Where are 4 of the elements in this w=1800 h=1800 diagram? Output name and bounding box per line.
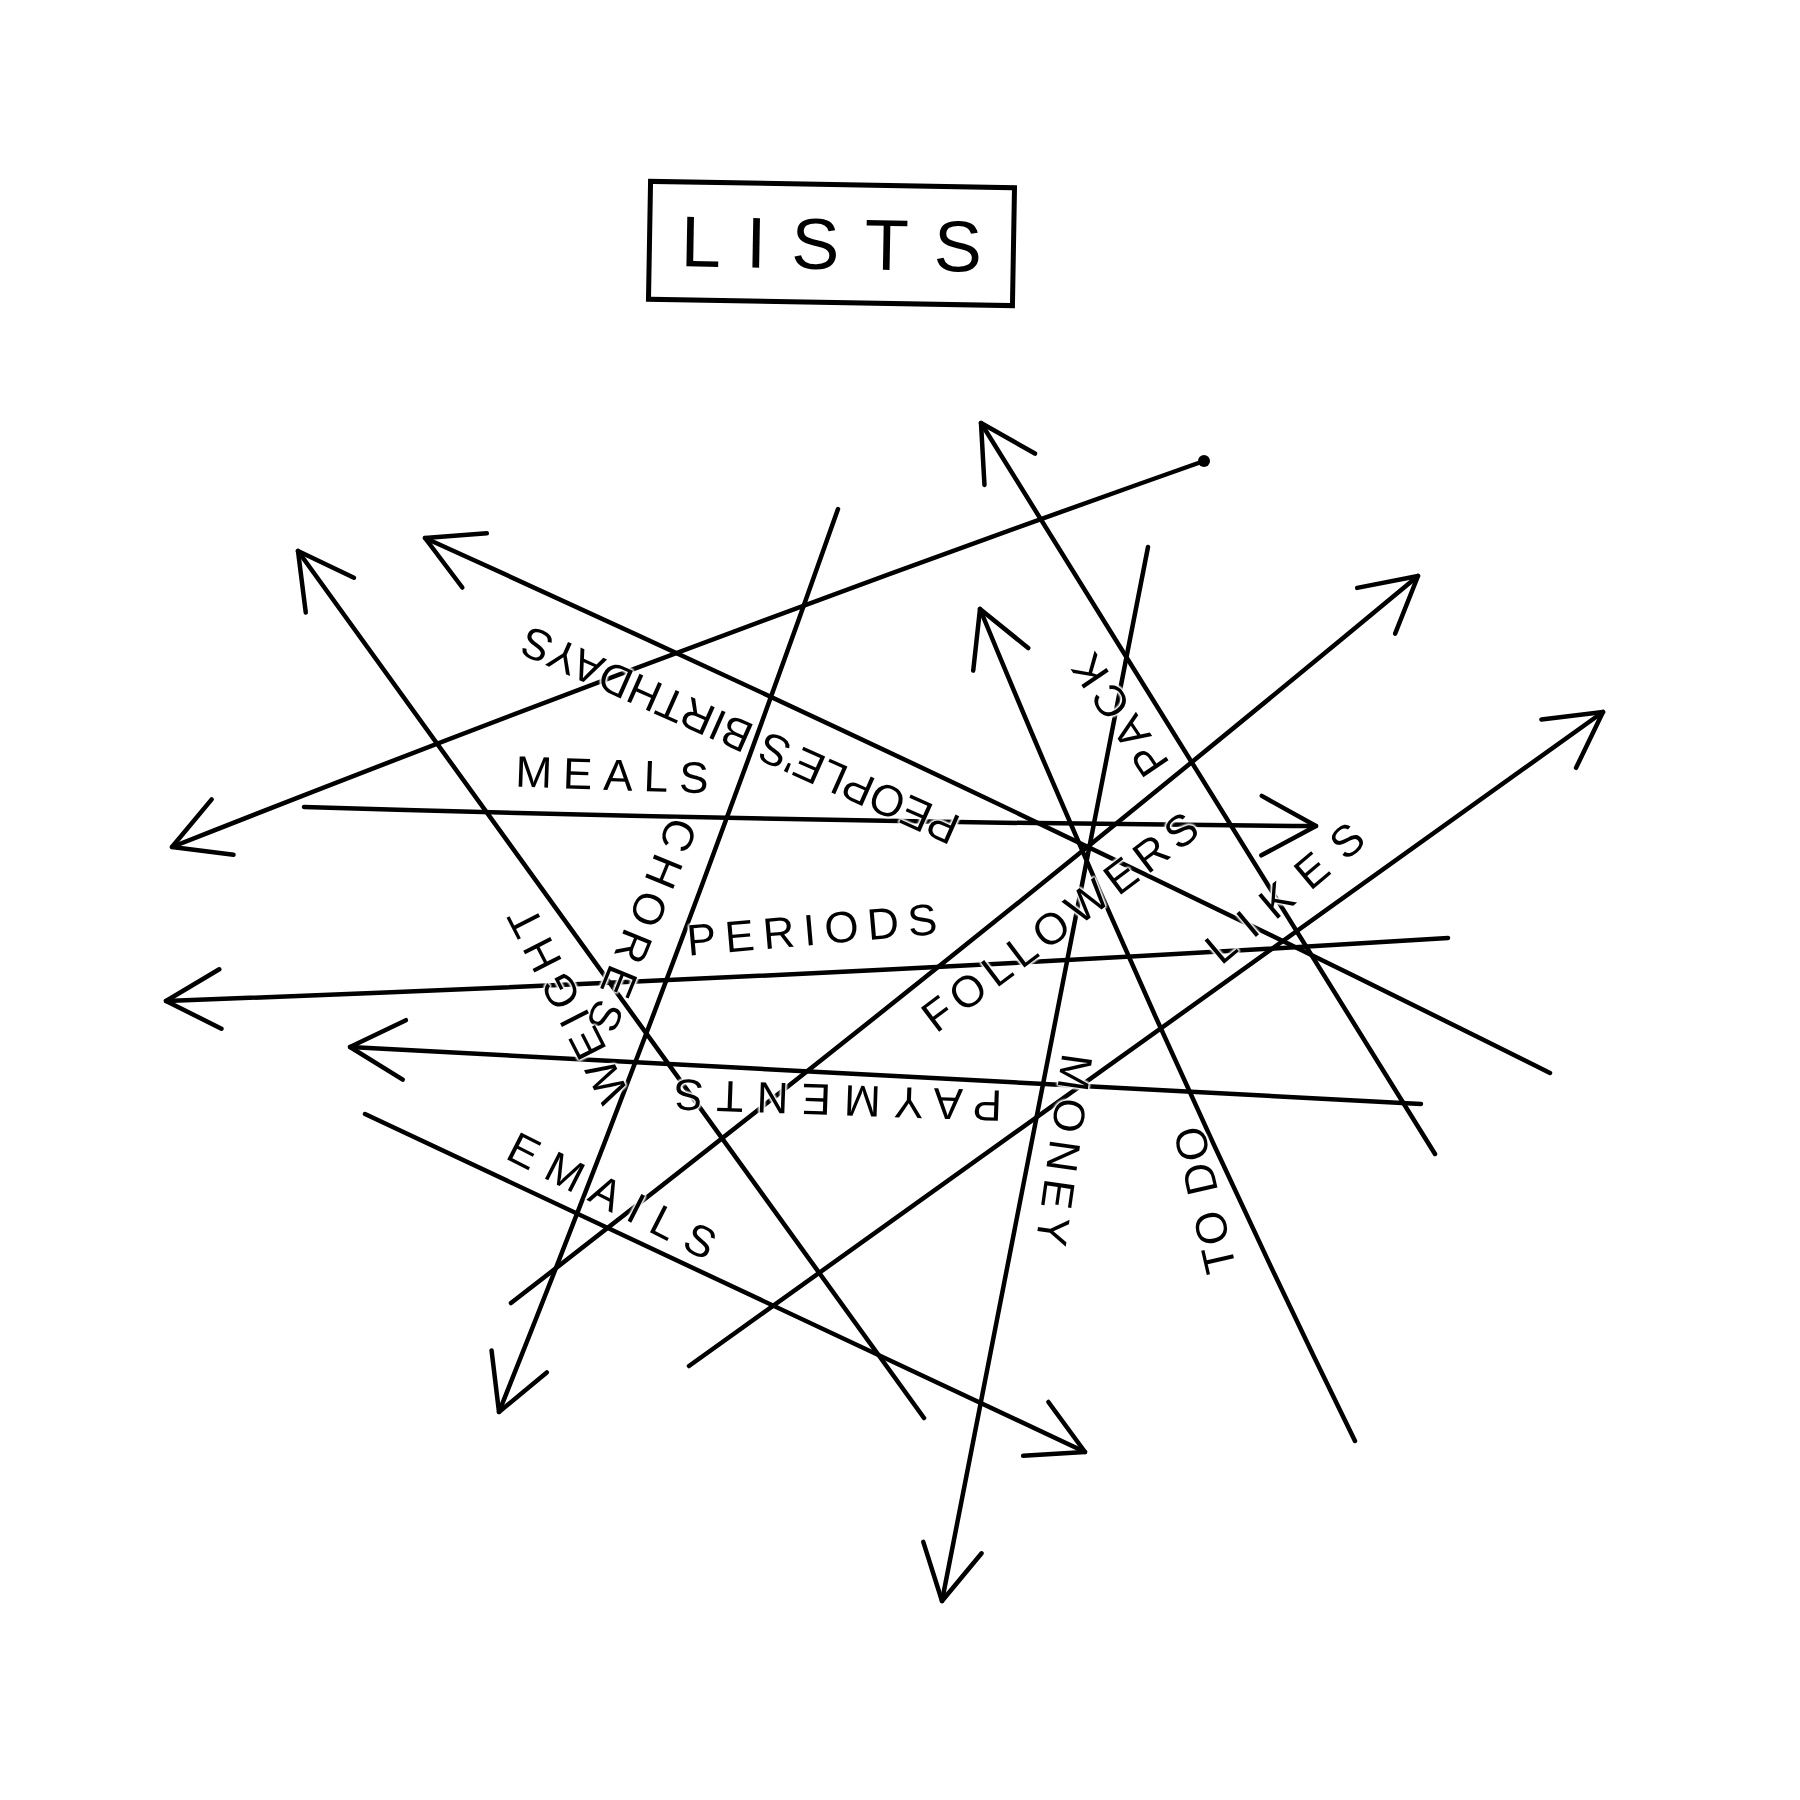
arrow-label: PAYMENTS [660, 1071, 1004, 1129]
title-box: LISTS [645, 178, 1018, 309]
arrow-label: MEALS [513, 749, 721, 801]
arrow-label: TO DO [1166, 1119, 1244, 1281]
